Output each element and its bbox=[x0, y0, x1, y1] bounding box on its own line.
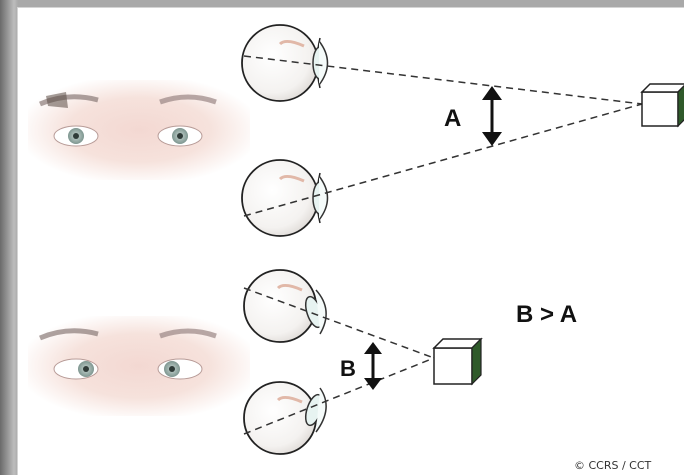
convergence-diagram: A B B > A bbox=[39, 24, 684, 455]
object-near-cube bbox=[432, 337, 483, 386]
face-far bbox=[39, 92, 217, 147]
label-angle-b: B bbox=[340, 356, 356, 381]
angle-a-arrow bbox=[482, 86, 502, 146]
diagram-panel: A B B > A © CCRS / CCT bbox=[18, 8, 684, 475]
sight-line-near-bottom bbox=[243, 357, 435, 435]
angle-b-arrow bbox=[364, 342, 382, 390]
sight-line-near-top bbox=[243, 287, 435, 359]
sight-line-far-top bbox=[243, 55, 643, 105]
eyeball-top-left bbox=[241, 24, 329, 102]
eyeball-bottom-left bbox=[243, 269, 327, 343]
copyright-credit: © CCRS / CCT bbox=[574, 459, 652, 472]
object-far-cube bbox=[640, 83, 684, 128]
label-angle-a: A bbox=[444, 105, 461, 132]
eyeball-top-right bbox=[241, 159, 329, 237]
sight-lines bbox=[243, 55, 643, 435]
face-near bbox=[39, 328, 217, 380]
label-relation: B > A bbox=[516, 301, 577, 328]
sight-line-far-bottom bbox=[243, 103, 643, 217]
eyeball-bottom-right bbox=[243, 381, 327, 455]
